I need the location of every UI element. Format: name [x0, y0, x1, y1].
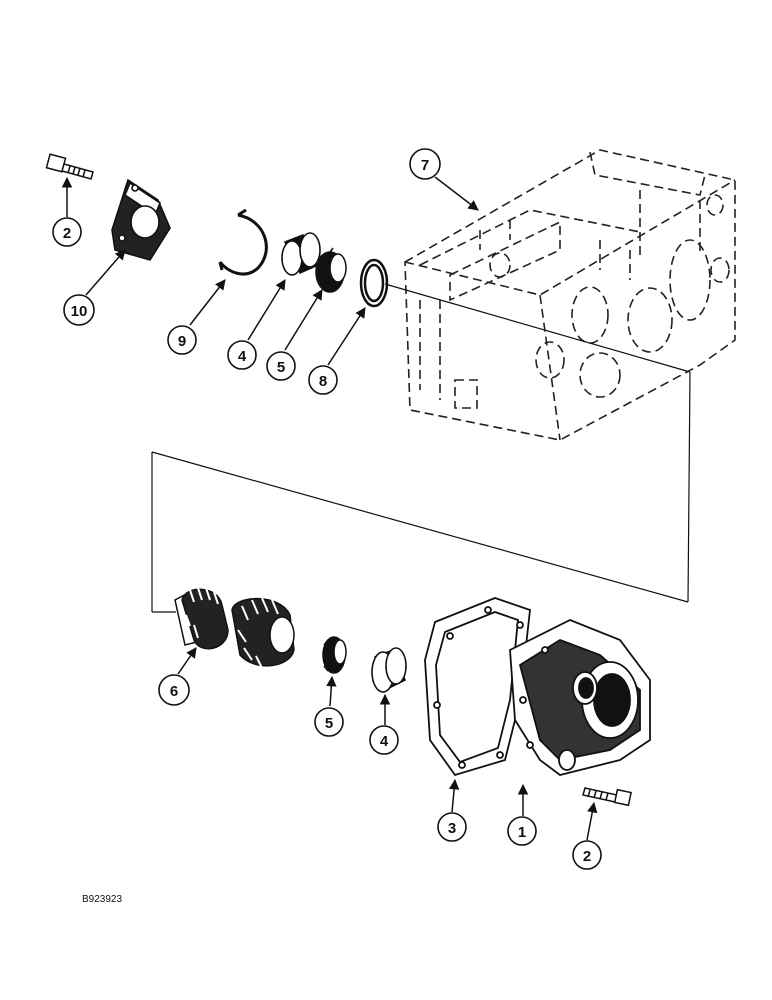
leader-10 — [85, 249, 126, 296]
bearing-cup-lower — [371, 647, 407, 693]
callout-7: 7 — [409, 148, 441, 180]
callout-10: 10 — [63, 294, 95, 326]
svg-text:9: 9 — [178, 333, 186, 350]
bearing-cone-lower — [322, 636, 347, 674]
figure-id: B923923 — [82, 894, 122, 905]
svg-text:2: 2 — [583, 848, 591, 865]
callout-8: 8 — [308, 365, 338, 395]
svg-text:1: 1 — [518, 824, 526, 841]
callout-4-upper: 4 — [227, 340, 257, 370]
bolt-lower — [582, 787, 632, 807]
callout-2-upper: 2 — [52, 217, 82, 247]
leader-lines — [61, 176, 598, 841]
svg-text:7: 7 — [421, 157, 429, 174]
bearing-cone-upper — [315, 247, 347, 293]
leader-5-lower — [326, 675, 337, 707]
callout-5-lower: 5 — [314, 707, 344, 737]
svg-text:4: 4 — [238, 348, 247, 365]
svg-text:8: 8 — [319, 373, 327, 390]
callout-2-lower: 2 — [572, 840, 602, 870]
leader-8 — [327, 307, 366, 366]
leader-6 — [177, 647, 197, 675]
svg-text:10: 10 — [71, 303, 88, 320]
leader-7 — [434, 176, 479, 211]
leader-4-upper — [247, 279, 286, 341]
callout-9: 9 — [167, 325, 197, 355]
snap-ring — [218, 208, 268, 276]
callouts: 2 10 9 4 5 8 7 6 5 4 3 1 2 — [52, 148, 602, 870]
callout-1: 1 — [507, 816, 537, 846]
svg-text:4: 4 — [380, 733, 389, 750]
housing-cover — [509, 619, 651, 776]
bearing-cup-upper — [281, 232, 321, 276]
callout-6: 6 — [158, 674, 190, 706]
callout-5-upper: 5 — [266, 351, 296, 381]
svg-text:5: 5 — [325, 715, 333, 732]
callout-3: 3 — [437, 812, 467, 842]
leader-9 — [189, 279, 226, 326]
svg-text:3: 3 — [448, 820, 456, 837]
svg-text:6: 6 — [170, 683, 178, 700]
seal — [359, 258, 389, 308]
transmission-housing — [404, 149, 736, 441]
assembly-line — [151, 283, 691, 613]
bolt-upper — [45, 153, 94, 180]
leader-5-upper — [284, 289, 323, 351]
gasket — [424, 597, 531, 777]
callout-4-lower: 4 — [369, 725, 399, 755]
retainer-plate — [111, 178, 171, 261]
gear-shaft — [174, 587, 295, 669]
svg-text:2: 2 — [63, 225, 71, 242]
svg-text:5: 5 — [277, 359, 285, 376]
leader-2-lower — [586, 801, 598, 841]
leader-3 — [448, 778, 460, 813]
